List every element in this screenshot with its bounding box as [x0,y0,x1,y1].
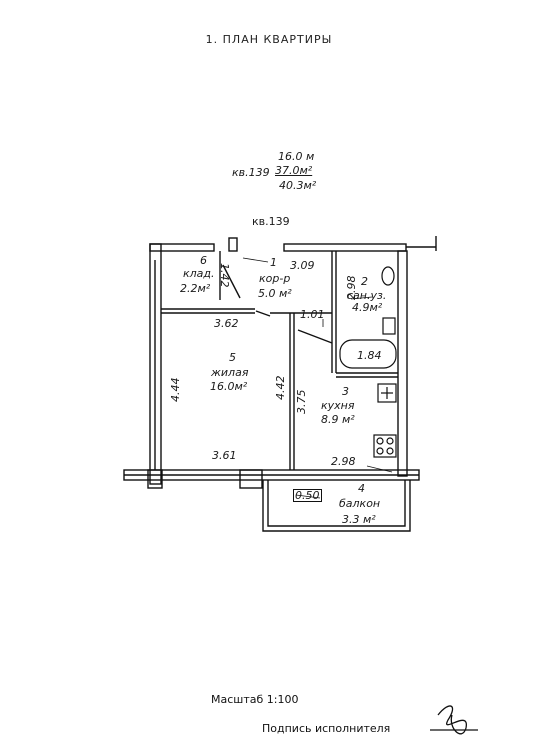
scale-label: Масштаб 1:100 [211,693,299,706]
fixtures [339,266,397,458]
vent-block [228,237,238,252]
walls [123,236,437,532]
leader-corridor [242,257,269,263]
window-left [147,469,163,489]
burner [386,447,394,455]
dim-pantry-depth: 1.42 [218,263,231,288]
room-5-name: жилая [211,366,249,379]
page-title: 1. ПЛАН КВАРТИРЫ [205,33,333,46]
summary-apartment-label: кв.139 [232,166,270,179]
room-6-name: клад. [183,267,215,280]
left-wall [149,243,162,485]
sink [382,317,396,335]
room-5-number: 5 [229,351,236,364]
dim-room-width-top: 3.62 [214,317,239,330]
signature-mark [430,705,478,735]
window-middle [239,469,263,489]
stove [373,434,397,458]
kitchen-sink [377,383,397,403]
dim-bath-width: 1.84 [357,349,382,362]
top-wall-left [149,243,215,252]
room-2-name: сан.уз. [347,289,387,302]
burner [376,447,384,455]
summary-height: 16.0 м [278,150,315,163]
signature-label: Подпись исполнителя [262,722,391,735]
right-wall [397,250,408,477]
top-wall-right [283,243,407,252]
leader-kitchen [366,465,393,473]
burner [376,437,384,445]
leader-bath [350,296,373,300]
room-2-area: 4.9м² [352,301,383,314]
burner [386,437,394,445]
pantry-door [222,264,241,299]
room-1-number: 1 [270,256,277,269]
kitchen-door [297,329,333,344]
summary-total-area: 40.3м² [279,179,317,192]
dim-room-height-left: 4.44 [169,377,182,403]
dim-corridor-depth: 1.01 [300,308,325,321]
dim-room-width-bottom: 3.61 [212,449,237,462]
dim-room-height-right: 4.42 [274,375,287,401]
bathtub [339,339,397,369]
room-5-area: 16.0м² [210,380,248,393]
summary-living-area: 37.0м² [275,164,313,177]
dim-balcony-depth: 0.50 [293,489,322,502]
room-4-area: 3.3 м² [342,513,376,526]
balcony-outline [262,480,411,532]
leader-balcony [295,494,321,499]
apartment-tag: кв.139 [252,215,290,228]
room-6-area: 2.2м² [180,282,211,295]
dim-kitchen-width: 2.98 [331,455,356,468]
dim-bath-depth: 2.98 [345,275,358,301]
dim-corridor-width: 3.09 [290,259,315,272]
room-2-number: 2 [361,275,368,288]
room-3-name: кухня [321,399,355,412]
room-4-name: балкон [339,497,381,510]
room-3-area: 8.9 м² [321,413,355,426]
room-door [255,310,271,317]
room-4-number: 4 [358,482,365,495]
room-6-number: 6 [200,254,207,267]
dimension-leaders [242,257,393,499]
room-3-number: 3 [342,385,349,398]
toilet [381,266,395,286]
room-1-area: 5.0 м² [258,287,292,300]
dim-kitchen-depth: 3.75 [295,389,308,415]
balcony-inner [267,480,406,527]
room-1-name: кор-р [259,272,291,285]
